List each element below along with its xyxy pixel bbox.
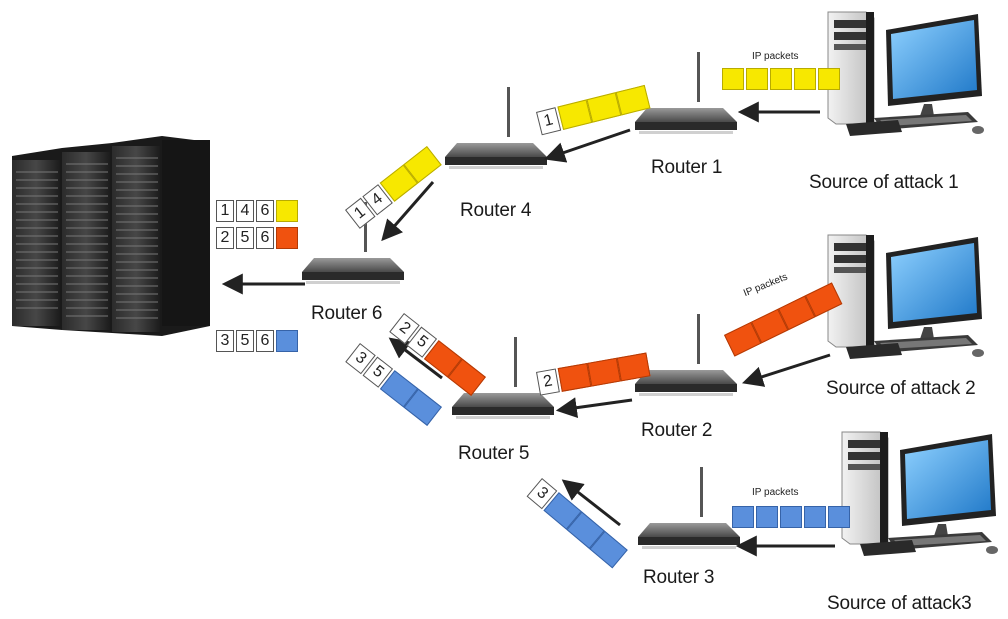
packet [794, 68, 816, 90]
source-1-label: Source of attack 1 [809, 172, 959, 194]
router-6-label: Router 6 [311, 303, 382, 325]
packet [780, 506, 802, 528]
packet [276, 227, 298, 249]
packet [558, 363, 592, 392]
router-stamp: 2 [216, 227, 234, 249]
router-2-label: Router 2 [641, 420, 712, 442]
router-stamp: 1 [216, 200, 234, 222]
router-1-label: Router 1 [651, 157, 722, 179]
ip-packets-label-1: IP packets [752, 51, 799, 62]
router-stamp: 3 [216, 330, 234, 352]
packet [818, 68, 840, 90]
source-3-label: Source of attack3 [827, 593, 971, 615]
packet [732, 506, 754, 528]
server-stamp-row-1: 1 4 6 [216, 200, 300, 222]
packet [617, 353, 651, 382]
packet [804, 506, 826, 528]
packet [756, 506, 778, 528]
router-2-icon [635, 314, 737, 396]
server-stamp-row-2: 2 5 6 [216, 227, 300, 249]
computer-1-icon [828, 12, 984, 136]
router-3-icon [638, 467, 740, 549]
packet [587, 358, 621, 387]
packet [828, 506, 850, 528]
router-stamp: 6 [256, 227, 274, 249]
computer-2-icon [828, 235, 984, 359]
router-4-label: Router 4 [460, 200, 531, 222]
ip-packets-label-3: IP packets [752, 487, 799, 498]
server-rack [12, 136, 210, 336]
packet-stream-source-1 [722, 68, 842, 90]
router-stamp: 5 [236, 330, 254, 352]
router-stamp: 6 [256, 200, 274, 222]
computer-3-icon [842, 432, 998, 556]
router-stamp: 1 [536, 107, 561, 135]
packet [276, 200, 298, 222]
router-1-icon [635, 52, 737, 134]
router-5-label: Router 5 [458, 443, 529, 465]
packet [722, 68, 744, 90]
router-stamp: 5 [236, 227, 254, 249]
packet-stream-source-3 [732, 506, 852, 528]
packet [770, 68, 792, 90]
server-stamp-row-3: 3 5 6 [216, 330, 300, 352]
packet [746, 68, 768, 90]
source-2-label: Source of attack 2 [826, 378, 976, 400]
router-3-label: Router 3 [643, 567, 714, 589]
router-4-icon [445, 87, 547, 169]
router-stamp: 4 [236, 200, 254, 222]
router-stamp: 2 [536, 369, 560, 396]
router-stamp: 6 [256, 330, 274, 352]
packet [276, 330, 298, 352]
